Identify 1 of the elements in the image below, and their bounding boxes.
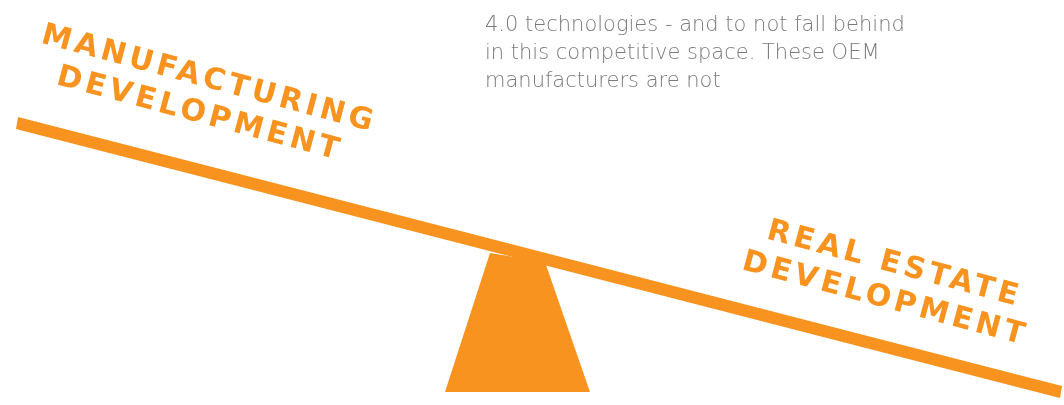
paragraph-text: 4.0 technologies - and to not fall behind in this competitive space. These OEM manufacturers are not	[485, 11, 905, 94]
